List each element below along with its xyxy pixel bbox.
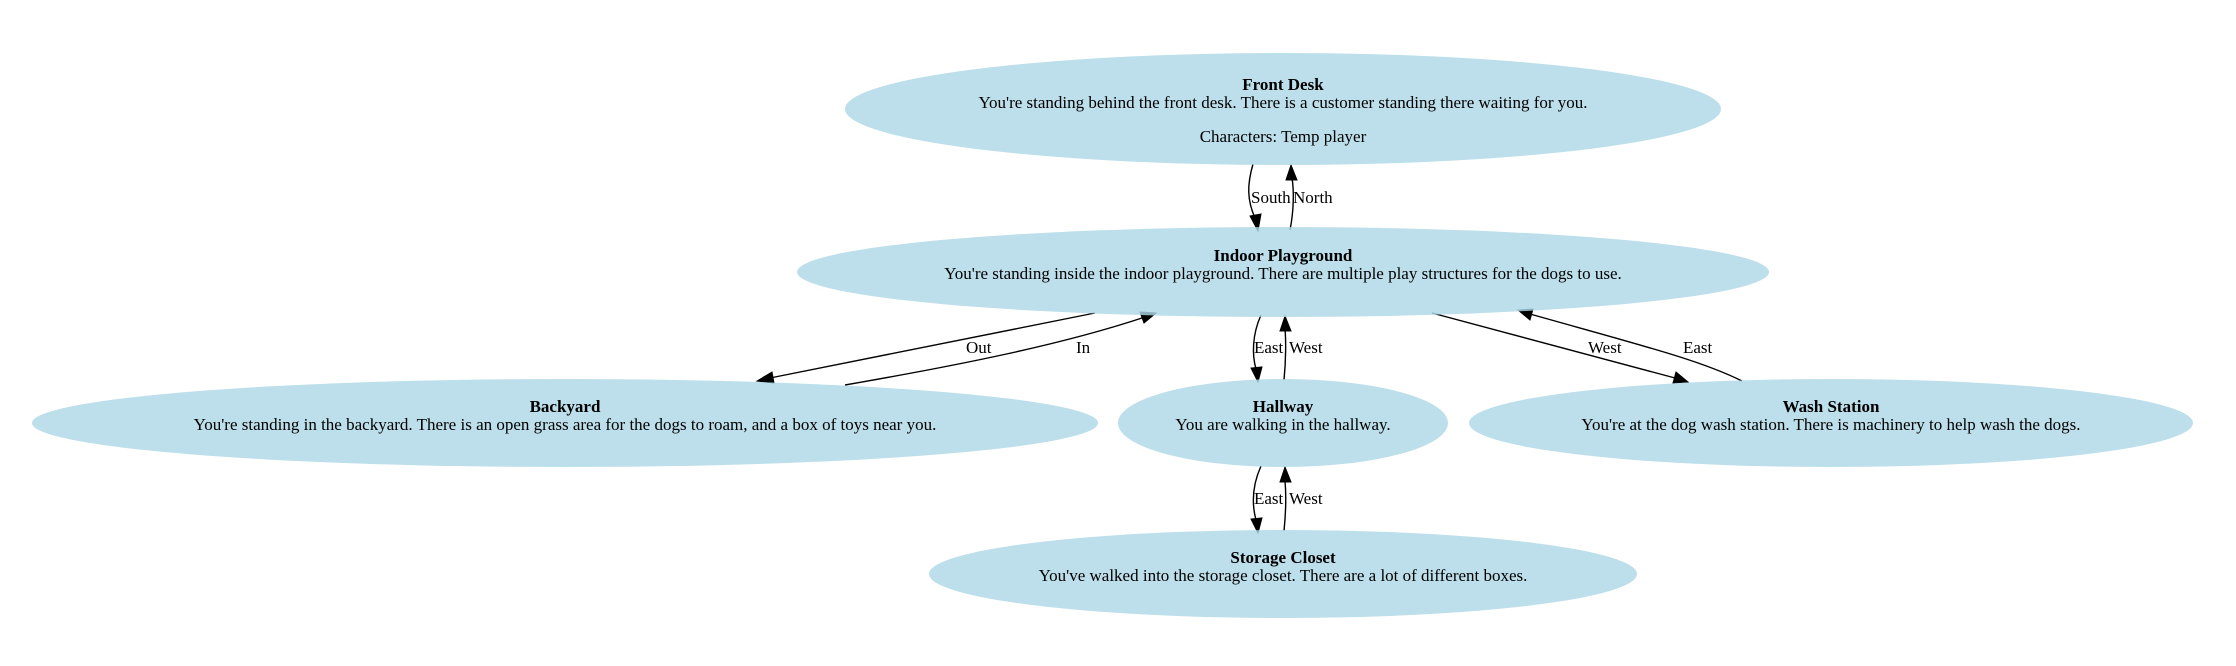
node-title-storage-closet: Storage Closet	[1230, 548, 1336, 567]
node-wash-station: Wash Station You're at the dog wash stat…	[1469, 379, 2193, 467]
edge-hallway-to-indoor-playground: West	[1279, 314, 1323, 381]
nodes: Front Desk You're standing behind the fr…	[32, 53, 2193, 618]
node-description-backyard: You're standing in the backyard. There i…	[194, 415, 937, 434]
edge-label-west-wash: West	[1588, 338, 1622, 357]
node-description-front-desk: You're standing behind the front desk. T…	[978, 93, 1587, 112]
edge-indoor-playground-to-wash-station: West	[1431, 312, 1690, 384]
node-title-hallway: Hallway	[1253, 397, 1314, 416]
node-front-desk: Front Desk You're standing behind the fr…	[845, 53, 1721, 165]
edges: South North Out In East	[755, 163, 1743, 535]
edge-storage-closet-to-hallway: West	[1279, 465, 1323, 532]
node-description-wash-station: You're at the dog wash station. There is…	[1581, 415, 2080, 434]
edge-indoor-playground-to-front-desk: North	[1285, 163, 1333, 231]
edge-hallway-to-storage-closet: East	[1250, 465, 1284, 535]
edge-label-north: North	[1293, 188, 1333, 207]
edge-label-south: South	[1251, 188, 1291, 207]
edge-indoor-playground-to-hallway: East	[1250, 314, 1284, 384]
node-indoor-playground: Indoor Playground You're standing inside…	[797, 227, 1769, 317]
node-description-storage-closet: You've walked into the storage closet. T…	[1039, 566, 1528, 585]
edge-label-out: Out	[966, 338, 992, 357]
node-title-indoor-playground: Indoor Playground	[1214, 246, 1353, 265]
node-title-wash-station: Wash Station	[1783, 397, 1880, 416]
edge-wash-station-to-indoor-playground: East	[1516, 308, 1743, 382]
node-storage-closet: Storage Closet You've walked into the st…	[929, 530, 1637, 618]
edge-front-desk-to-indoor-playground: South	[1248, 163, 1291, 233]
edge-label-in: In	[1076, 338, 1091, 357]
node-description-hallway: You are walking in the hallway.	[1175, 415, 1390, 434]
edge-label-east-storage: East	[1254, 489, 1284, 508]
node-title-backyard: Backyard	[530, 397, 601, 416]
edge-indoor-playground-to-backyard: Out	[755, 312, 1096, 384]
node-hallway: Hallway You are walking in the hallway.	[1118, 379, 1448, 467]
node-backyard: Backyard You're standing in the backyard…	[32, 379, 1098, 467]
edge-label-east-wash: East	[1683, 338, 1713, 357]
edge-label-east: East	[1254, 338, 1284, 357]
node-title-front-desk: Front Desk	[1242, 75, 1324, 94]
edge-label-west: West	[1289, 338, 1323, 357]
edge-backyard-to-indoor-playground: In	[844, 311, 1158, 386]
node-characters-front-desk: Characters: Temp player	[1200, 127, 1367, 146]
node-description-indoor-playground: You're standing inside the indoor playgr…	[944, 264, 1622, 283]
edge-label-west-storage: West	[1289, 489, 1323, 508]
